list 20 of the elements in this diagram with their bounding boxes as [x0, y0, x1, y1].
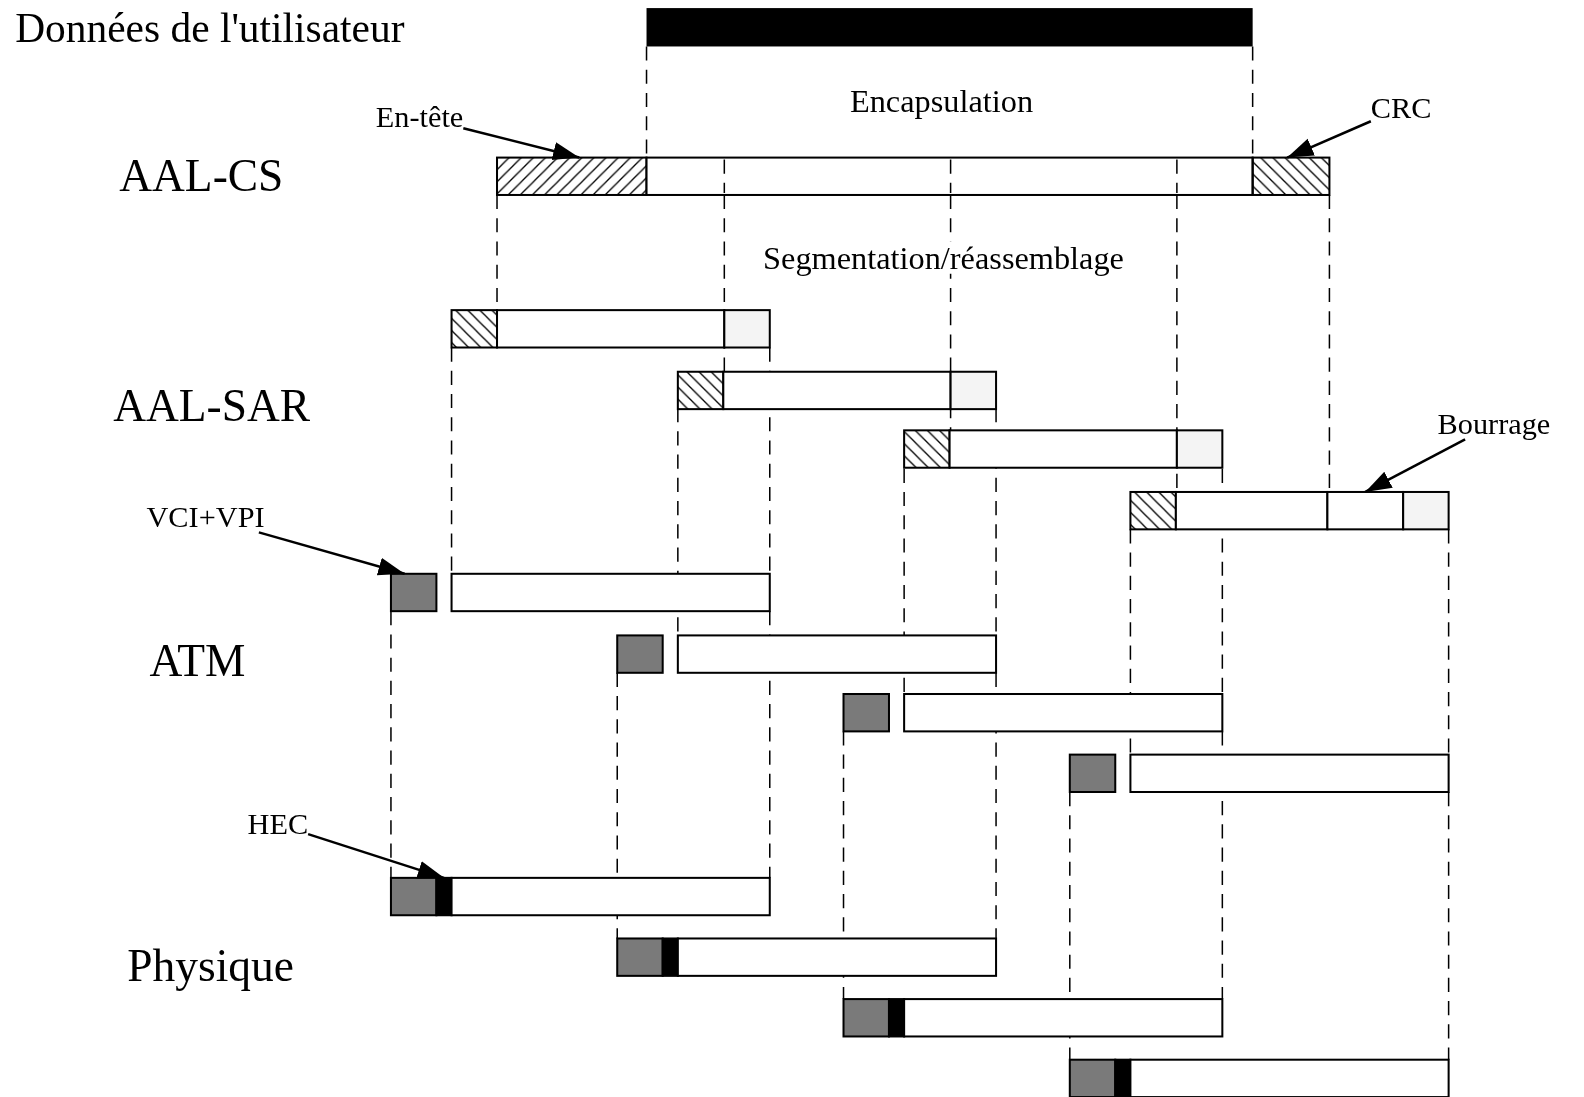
layer-label: ATM: [149, 638, 246, 685]
callout-label: En-tête: [375, 102, 464, 133]
layer-label: AAL-CS: [119, 154, 284, 200]
leader-line: [463, 127, 580, 160]
padding-field: [1326, 490, 1405, 531]
header-field: [496, 156, 648, 196]
layer-label: AAL-SAR: [113, 383, 311, 429]
leader-line: [1364, 438, 1466, 494]
title: Données de l'utilisateur: [15, 7, 405, 49]
leader-line: [1286, 120, 1372, 159]
crc-field: [1251, 156, 1331, 196]
hec-field: [435, 876, 453, 917]
callout-label: Bourrage: [1437, 409, 1551, 440]
callout-label: VCI+VPI: [146, 502, 265, 533]
cell-header-field: [389, 572, 438, 613]
leader-line: [307, 832, 445, 880]
leader-line: [258, 531, 405, 576]
layer-label: Physique: [127, 944, 294, 990]
callout-label: CRC: [1370, 92, 1432, 124]
callout-label: HEC: [247, 809, 309, 840]
